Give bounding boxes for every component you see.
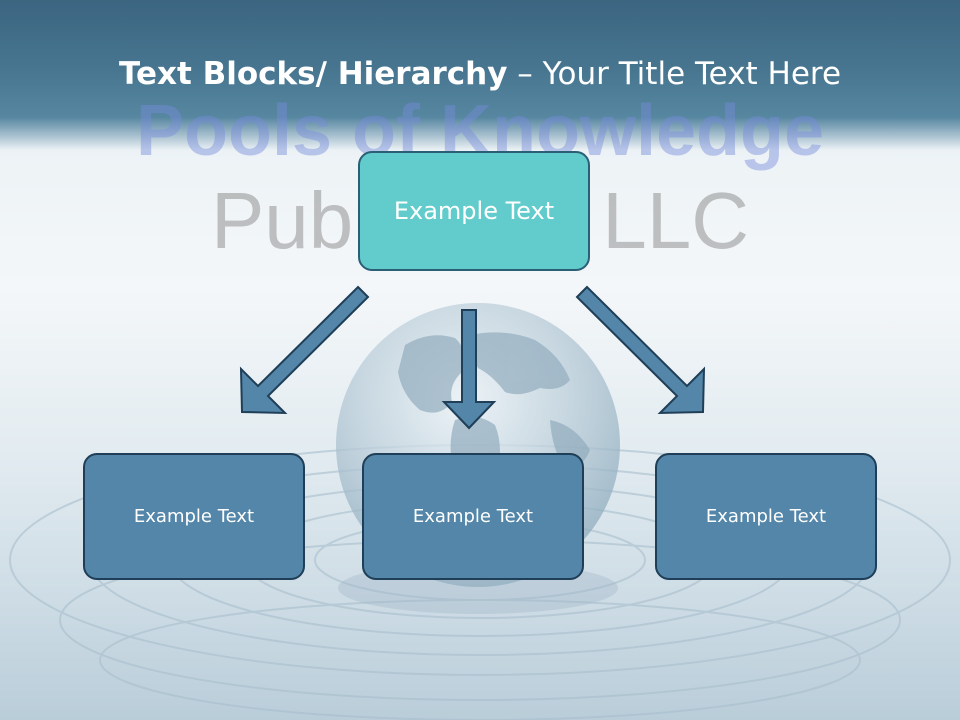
arrow-icon [441,309,497,430]
slide-title: Text Blocks/ Hierarchy – Your Title Text… [0,56,960,92]
title-rest: Your Title Text Here [542,56,842,92]
title-bold: Text Blocks/ Hierarchy [118,56,508,92]
top-text-block[interactable]: Example Text [358,151,590,271]
arrow-icon [239,285,370,415]
child-text-block-left[interactable]: Example Text [83,453,305,580]
header-band [0,0,960,150]
child-text-block-center[interactable]: Example Text [362,453,584,580]
title-dash: – [507,56,543,92]
arrow-icon [575,285,706,415]
child-text-block-right[interactable]: Example Text [655,453,877,580]
